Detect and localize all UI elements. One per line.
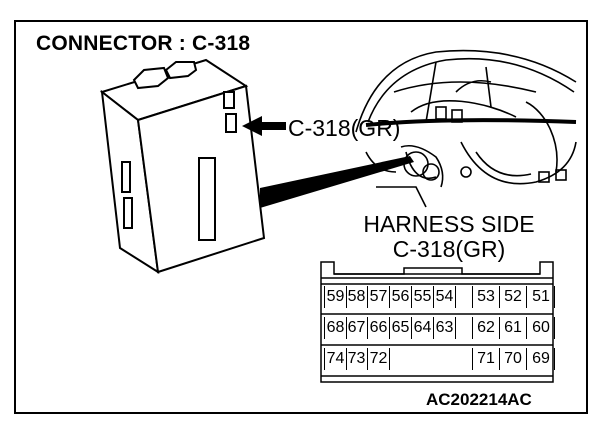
connector-title: CONNECTOR : C-318 xyxy=(36,32,251,55)
pin: 53 xyxy=(472,286,500,308)
harness-wire xyxy=(365,118,577,127)
pin: 57 xyxy=(368,286,390,308)
pin: 67 xyxy=(346,317,368,339)
pin: 52 xyxy=(500,286,527,308)
figure-code: AC202214AC xyxy=(426,390,532,409)
pin: 68 xyxy=(324,317,347,339)
pin: 71 xyxy=(472,348,500,370)
pin: 73 xyxy=(346,348,368,370)
harness-side-label: HARNESS SIDE xyxy=(363,211,535,237)
harness-connector-label: C-318(GR) xyxy=(392,236,506,262)
pin-grid: 59 58 57 56 55 54 53 52 51 68 67 66 65 6… xyxy=(322,284,555,376)
pin: 74 xyxy=(324,348,347,370)
pin: 54 xyxy=(434,286,456,308)
pin: 65 xyxy=(390,317,412,339)
connector-callout-label: C-318(GR) xyxy=(288,115,401,141)
control-unit xyxy=(99,58,266,274)
pin: 66 xyxy=(368,317,390,339)
pin: 63 xyxy=(434,317,456,339)
pin: 55 xyxy=(412,286,434,308)
dashboard-sketch xyxy=(355,49,577,208)
harness-side-heading: HARNESS SIDE C-318(GR) xyxy=(334,212,564,262)
pin: 61 xyxy=(500,317,527,339)
pin: 69 xyxy=(528,348,555,370)
pin: 64 xyxy=(412,317,434,339)
leader-wedge xyxy=(260,156,414,208)
pin: 72 xyxy=(368,348,390,370)
pin: 60 xyxy=(528,317,555,339)
diagram-frame: CONNECTOR : C-318 C-318(GR) HARNESS SIDE… xyxy=(14,20,588,414)
pin: 58 xyxy=(346,286,368,308)
callout-arrow xyxy=(242,116,286,136)
pin: 51 xyxy=(528,286,555,308)
illustration xyxy=(99,49,577,383)
pin: 56 xyxy=(390,286,412,308)
pin: 62 xyxy=(472,317,500,339)
pin: 70 xyxy=(500,348,527,370)
pin: 59 xyxy=(324,286,347,308)
connector-face xyxy=(320,261,554,383)
